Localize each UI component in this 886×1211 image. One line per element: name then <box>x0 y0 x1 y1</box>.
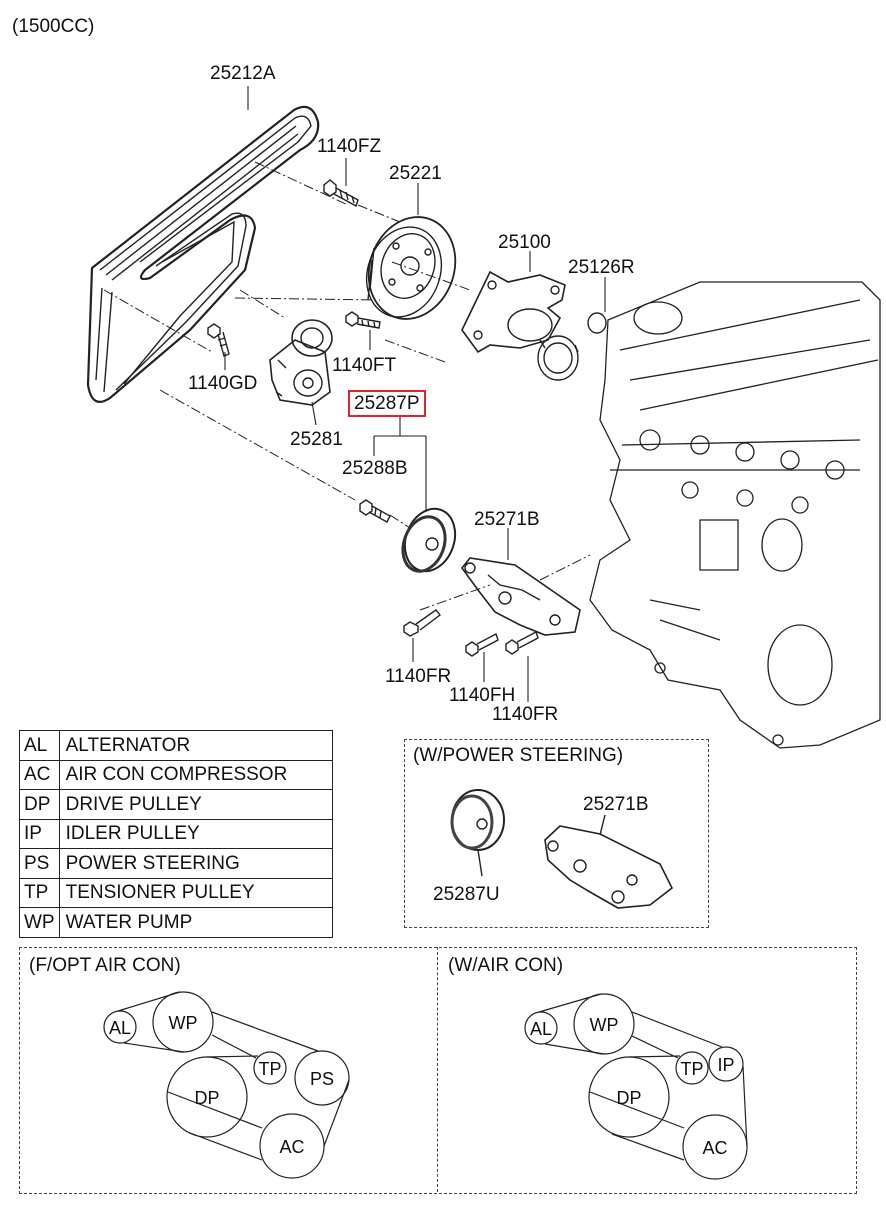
label-bolt-1140ft[interactable]: 1140FT <box>332 355 397 376</box>
legend-desc: AIR CON COMPRESSOR <box>58 759 333 790</box>
ac-pulley-tp <box>675 1051 709 1085</box>
ps-idler-pulley-drawing <box>450 789 505 877</box>
legend-desc: ALTERNATOR <box>58 730 333 761</box>
ac-ip-text: IP <box>717 1055 734 1075</box>
tensioner-drawing <box>269 319 333 406</box>
label-gasket[interactable]: 25126R <box>568 257 635 278</box>
label-belt[interactable]: 25212A <box>210 63 276 84</box>
legend-code: IP <box>19 818 60 849</box>
tensioner-bracket-drawing <box>460 557 581 636</box>
legend-code: WP <box>19 907 60 938</box>
label-bolt-1140fr-1[interactable]: 1140FR <box>385 666 452 687</box>
label-ps-bracket[interactable]: 25271B <box>583 794 649 815</box>
bolt-25288b-drawing <box>359 499 391 523</box>
ac-pulley-ip <box>708 1046 744 1082</box>
opt-ps-text: PS <box>310 1069 334 1089</box>
legend-code: AL <box>19 730 60 761</box>
leader-lines <box>224 86 606 702</box>
legend-code: TP <box>19 877 60 908</box>
legend-desc: IDLER PULLEY <box>58 818 333 849</box>
water-pump-drawing <box>461 270 579 381</box>
routing-air-con-diagram <box>524 993 748 1180</box>
ac-dp-text: DP <box>616 1088 641 1108</box>
legend-code: AC <box>19 759 60 790</box>
label-tensioner[interactable]: 25281 <box>290 429 343 450</box>
bolt-1140ft-drawing <box>345 311 381 329</box>
alignment-lines <box>103 161 591 611</box>
water-pump-pulley-drawing <box>365 216 457 320</box>
legend-desc: POWER STEERING <box>58 848 333 879</box>
opt-wp-text: WP <box>169 1013 198 1033</box>
legend-code: DP <box>19 789 60 820</box>
ac-wp-text: WP <box>590 1015 619 1035</box>
label-bracket[interactable]: 25271B <box>474 509 540 530</box>
opt-ac-text: AC <box>279 1137 304 1157</box>
routing-opt-air-con-diagram <box>103 991 350 1179</box>
label-pulley-25221[interactable]: 25221 <box>389 163 442 184</box>
legend-code: PS <box>19 848 60 879</box>
bolt-1140fz-drawing <box>323 179 359 208</box>
label-bolt-1140fr-2[interactable]: 1140FR <box>492 704 559 725</box>
belt-routing-box <box>19 947 857 1194</box>
opt-al-text: AL <box>109 1018 131 1038</box>
opt-tp-text: TP <box>258 1059 281 1079</box>
legend-desc: TENSIONER PULLEY <box>58 877 333 908</box>
power-steering-title: (W/POWER STEERING) <box>413 745 624 766</box>
ac-ac-text: AC <box>702 1138 727 1158</box>
label-bolt-1140fh[interactable]: 1140FH <box>449 685 516 706</box>
label-idler-bolt[interactable]: 25288B <box>342 458 408 479</box>
routing-opt-air-con-title: (F/OPT AIR CON) <box>29 955 181 976</box>
routing-divider <box>437 947 438 1192</box>
routing-air-con-title: (W/AIR CON) <box>448 955 564 976</box>
label-idler-assy-highlighted[interactable]: 25287P <box>348 390 426 417</box>
bracket-bolts-drawing <box>403 609 539 657</box>
ac-tp-text: TP <box>680 1059 703 1079</box>
gasket-drawing <box>587 312 607 334</box>
power-steering-box <box>404 739 709 928</box>
engine-block-drawing <box>589 281 881 749</box>
label-water-pump[interactable]: 25100 <box>498 232 551 253</box>
ps-bracket-drawing <box>544 814 674 909</box>
opt-dp-text: DP <box>194 1088 219 1108</box>
engine-spec-label: (1500CC) <box>12 16 95 37</box>
ac-al-text: AL <box>530 1019 552 1039</box>
legend-desc: DRIVE PULLEY <box>58 789 333 820</box>
opt-pulley-ps <box>294 1050 350 1106</box>
label-ps-idler[interactable]: 25287U <box>433 884 500 905</box>
idler-pulley-drawing <box>401 507 457 573</box>
serpentine-belt-drawing <box>86 105 320 403</box>
legend-desc: WATER PUMP <box>58 907 333 938</box>
opt-pulley-tp <box>253 1051 287 1085</box>
bolt-1140gd-drawing <box>207 323 230 357</box>
label-bolt-1140fz[interactable]: 1140FZ <box>317 136 382 157</box>
label-bolt-1140gd[interactable]: 1140GD <box>188 373 258 394</box>
